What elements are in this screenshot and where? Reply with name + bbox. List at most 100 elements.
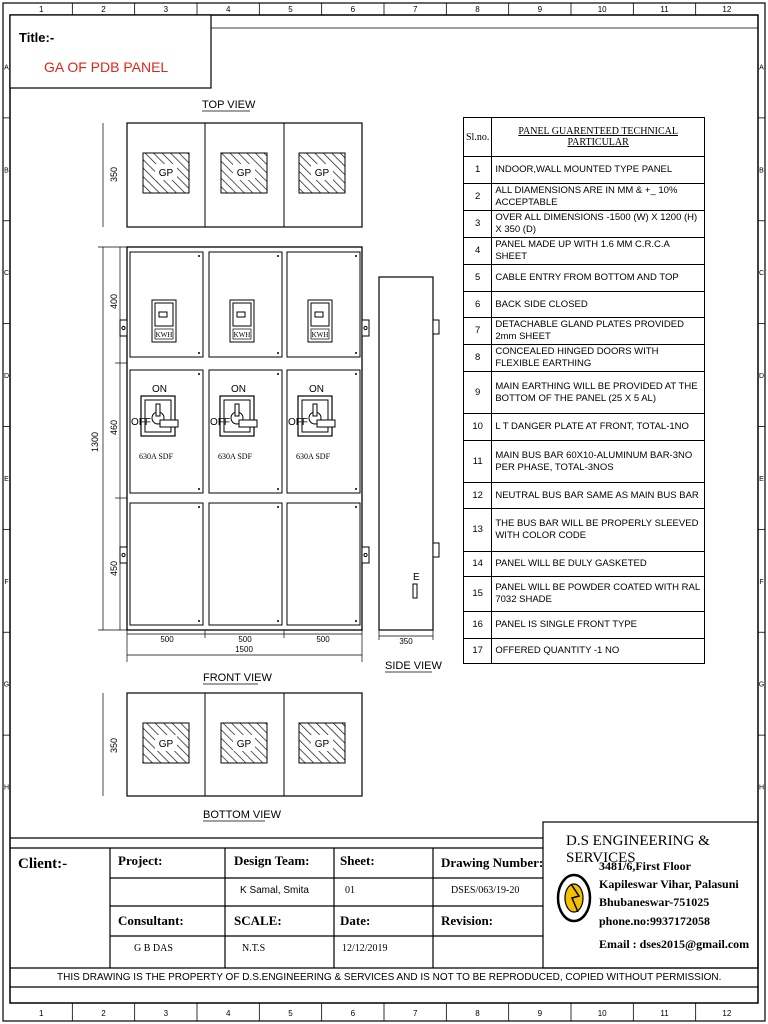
grid-column-label: 3 <box>164 5 169 14</box>
row-text: MAIN EARTHING WILL BE PROVIDED AT THE BO… <box>491 371 705 414</box>
grid-column-label: 7 <box>413 1009 418 1018</box>
gp-label: GP <box>237 739 252 750</box>
date-value: 12/12/2019 <box>342 943 388 954</box>
consultant-label: Consultant: <box>118 913 184 928</box>
side-earth-terminal <box>412 583 418 599</box>
grid-column-label: 9 <box>538 1009 543 1018</box>
grid-row-label: F <box>759 579 763 586</box>
switch-on-label: ON <box>231 384 246 395</box>
grid-row-label: G <box>759 682 764 689</box>
drawing-number-label: Drawing Number: <box>441 855 544 870</box>
table-header: Sl.no. PANEL GUARENTEED TECHNICAL PARTIC… <box>462 117 705 157</box>
dim-side-depth: 350 <box>399 637 413 646</box>
row-text: BACK SIDE CLOSED <box>491 291 705 318</box>
technical-particulars-table: Sl.no. PANEL GUARENTEED TECHNICAL PARTIC… <box>462 117 705 664</box>
grid-column-label: 1 <box>39 5 44 14</box>
grid-column-label: 7 <box>413 5 418 14</box>
revision-label: Revision: <box>441 913 493 928</box>
company-name: D.S ENGINEERING & SERVICES <box>566 833 710 866</box>
row-number: 16 <box>462 611 493 639</box>
client-label: Client:- <box>18 856 68 872</box>
grid-row-label: D <box>4 373 9 380</box>
row-text: L T DANGER PLATE AT FRONT, TOTAL-1NO <box>491 413 705 441</box>
switch-rating: 630A SDF <box>296 452 331 461</box>
company-address-3: Bhubaneswar-751025 <box>599 895 710 909</box>
side-view-outline <box>378 276 434 631</box>
sheet-value: 01 <box>345 885 355 896</box>
grid-row-label: A <box>759 64 764 71</box>
grid-row-label: B <box>759 167 764 174</box>
grid-ticks <box>3 3 765 1021</box>
grid-column-label: 8 <box>475 5 480 14</box>
row-text: OVER ALL DIMENSIONS -1500 (W) X 1200 (H)… <box>491 210 705 238</box>
door-screws <box>198 255 357 622</box>
gp-label: GP <box>315 168 330 179</box>
gp-label: GP <box>159 168 174 179</box>
title-label: Title:- <box>19 30 54 45</box>
side-marker: E <box>413 572 420 583</box>
row-number: 5 <box>462 264 493 292</box>
bottom-gland-plates: GP GP GP <box>142 722 346 764</box>
row-text: DETACHABLE GLAND PLATES PROVIDED 2mm SHE… <box>491 317 705 345</box>
top-gland-plates: GP GP GP <box>142 152 346 194</box>
row-number: 2 <box>462 183 493 211</box>
kwh-label: KWH <box>234 331 251 339</box>
dim-width-2: 500 <box>238 635 252 644</box>
row-text: CABLE ENTRY FROM BOTTOM AND TOP <box>491 264 705 292</box>
grid-row-label: F <box>4 579 8 586</box>
grid-column-label: 1 <box>39 1009 44 1018</box>
switch-rating: 630A SDF <box>139 452 174 461</box>
row-text: PANEL IS SINGLE FRONT TYPE <box>491 611 705 639</box>
grid-row-label: G <box>4 682 9 689</box>
dim-height-3: 450 <box>109 561 119 576</box>
front-dimensions <box>98 246 363 662</box>
grid-row-label: H <box>759 785 764 792</box>
grid-column-label: 11 <box>660 5 669 14</box>
grid-column-label: 4 <box>226 5 231 14</box>
dim-width-total: 1500 <box>235 645 253 654</box>
row-number: 4 <box>462 237 493 265</box>
row-text: OFFERED QUANTITY -1 NO <box>491 638 705 664</box>
row-number: 6 <box>462 291 493 318</box>
dim-height-total: 1300 <box>90 432 100 452</box>
drawing-number-value: DSES/063/19-20 <box>451 885 520 896</box>
row-text: NEUTRAL BUS BAR SAME AS MAIN BUS BAR <box>491 482 705 509</box>
row-number: 3 <box>462 210 493 238</box>
grid-column-label: 3 <box>164 1009 169 1018</box>
grid-column-label: 11 <box>660 1009 669 1018</box>
top-view-label: TOP VIEW <box>202 99 256 111</box>
sheet-label: Sheet: <box>340 853 375 868</box>
design-team-label: Design Team: <box>234 853 310 868</box>
company-logo <box>556 873 592 923</box>
grid-row-label: C <box>759 270 764 277</box>
grid-row-label: E <box>4 476 9 483</box>
row-text: PANEL WILL BE DULY GASKETED <box>491 551 705 577</box>
title-box <box>9 14 212 89</box>
grid-column-label: 6 <box>351 5 356 14</box>
sdf-switches: ON ON ON OFF OFF OFF 630A SDF 630A SDF 6… <box>131 384 336 461</box>
row-text: INDOOR,WALL MOUNTED TYPE PANEL <box>491 156 705 184</box>
gp-label: GP <box>237 168 252 179</box>
row-number: 12 <box>462 482 493 509</box>
row-text: ALL DIAMENSIONS ARE IN MM & +_ 10% ACCEP… <box>491 183 705 211</box>
col-sl-no: Sl.no. <box>462 117 493 157</box>
front-doors <box>129 251 361 626</box>
grid-column-label: 5 <box>288 5 293 14</box>
row-number: 11 <box>462 440 493 483</box>
row-number: 10 <box>462 413 493 441</box>
row-text: PANEL MADE UP WITH 1.6 MM C.R.C.A SHEET <box>491 237 705 265</box>
grid-column-label: 9 <box>538 5 543 14</box>
grid-column-label: 10 <box>598 5 607 14</box>
switch-rating: 630A SDF <box>218 452 253 461</box>
row-number: 8 <box>462 344 493 372</box>
company-phone: phone.no:9937172058 <box>599 914 711 928</box>
bottom-view-outline <box>126 692 363 797</box>
consultant-value: G B DAS <box>134 943 173 954</box>
